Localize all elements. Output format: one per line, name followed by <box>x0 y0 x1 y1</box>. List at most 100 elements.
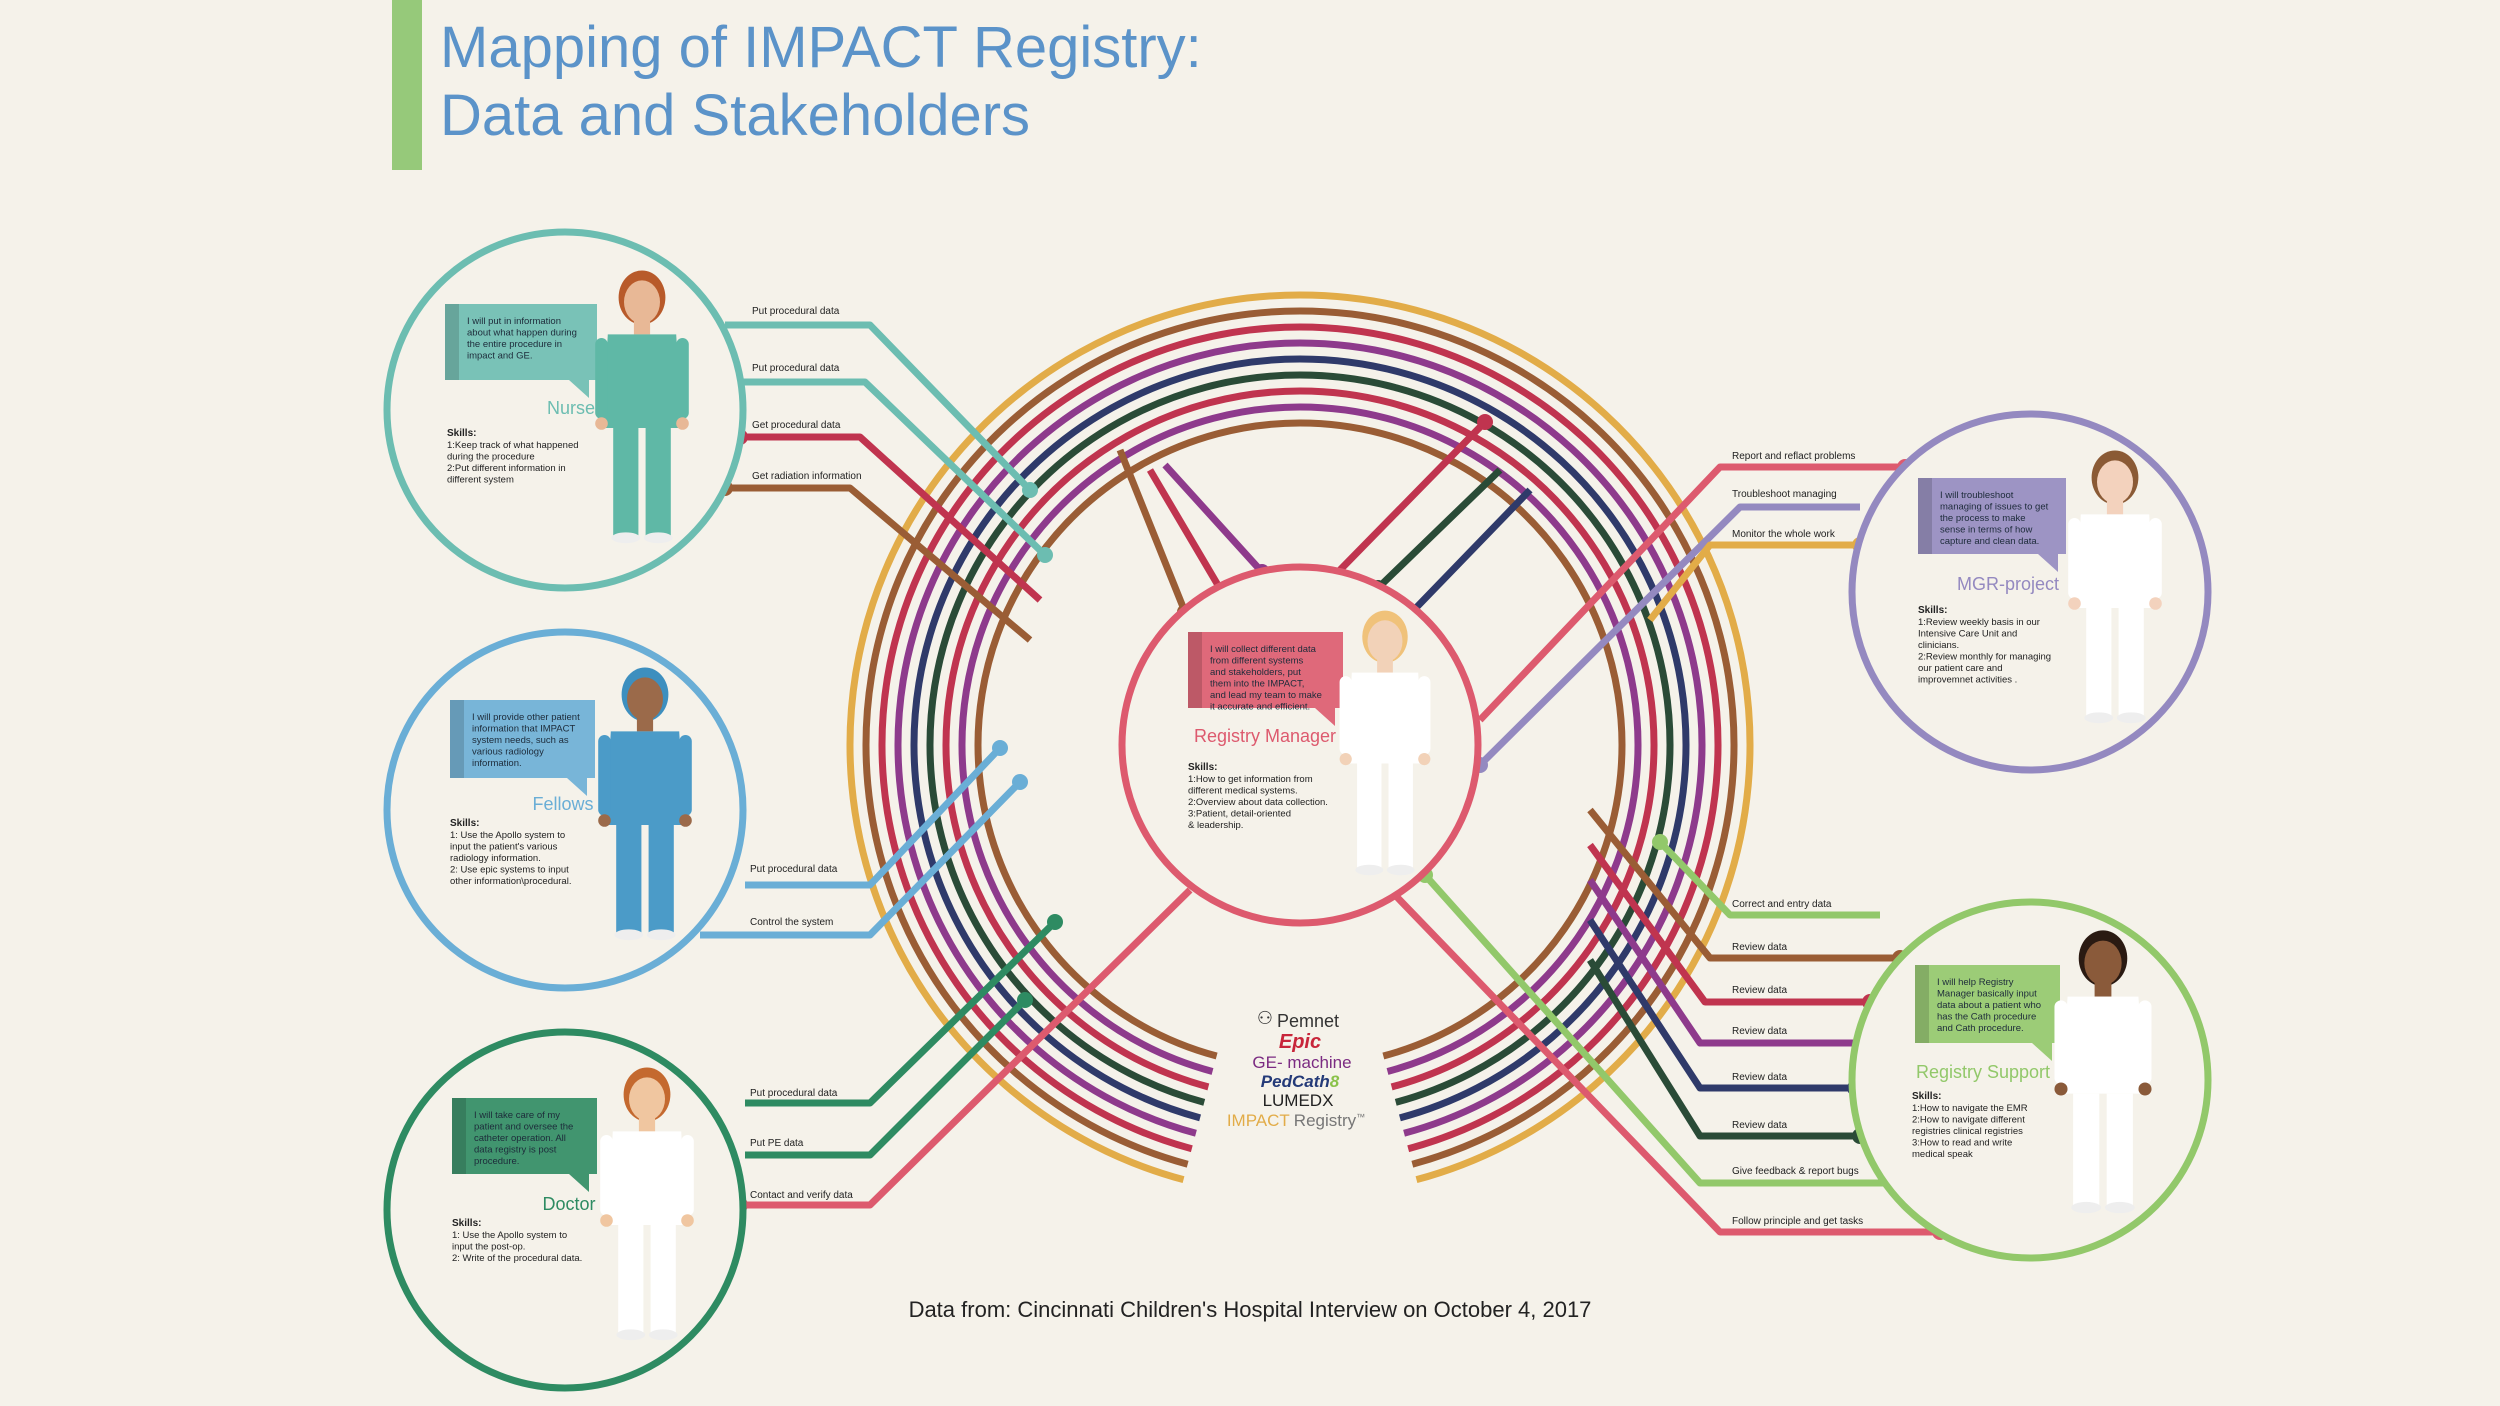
doctor-skill-line-1: 1: Use the Apollo system to <box>452 1230 567 1241</box>
trademark-mark: ™ <box>1356 1112 1365 1122</box>
support-bubble-line-2: Manager basically input <box>1937 989 2037 1000</box>
support-skill-line-3: registries clinical registries <box>1912 1126 2023 1137</box>
fellows-person-icon <box>598 667 692 941</box>
support-skill-line-2: 2:How to navigate different <box>1912 1115 2025 1126</box>
fellows-skill-line-4: 2: Use epic systems to input <box>450 865 569 876</box>
nurse-connector-label-1: Put procedural data <box>752 306 840 317</box>
mgr_project-skill-line-2: Intensive Care Unit and <box>1918 629 2017 640</box>
mgr_project-skill-line-6: improvemnet activities . <box>1918 675 2017 686</box>
fellows-bubble-line-4: various radiology <box>472 747 544 758</box>
system-lumedx: LUMEDX <box>1263 1091 1334 1110</box>
doctor-line-2-node-1 <box>1017 992 1033 1008</box>
system-ge-machine: GE- machine <box>1252 1053 1351 1072</box>
nurse-skills-heading: Skills: <box>447 428 476 439</box>
data-ring-4 <box>894 339 1706 1137</box>
nurse-connector-label-4: Get radiation information <box>752 471 862 482</box>
manager-spoke-5 <box>1375 467 1503 591</box>
nurse-connector-label-3: Get procedural data <box>752 420 841 431</box>
support-connector-label-7: Give feedback & report bugs <box>1732 1166 1859 1177</box>
fellows-name: Fellows <box>532 794 593 814</box>
data-rings <box>846 291 1754 1184</box>
support-connector-label-1: Correct and entry data <box>1732 899 1832 910</box>
system-epic: Epic <box>1279 1031 1321 1053</box>
support-line-3 <box>1587 842 1870 1006</box>
title-line-1: Mapping of IMPACT Registry: <box>440 15 1202 80</box>
doctor-line-3 <box>740 887 1193 1209</box>
mgr_project-bubble-line-5: capture and clean data. <box>1940 536 2039 547</box>
fellows-line-2 <box>700 779 1023 939</box>
manager-bubble-line-6: it accurate and efficient. <box>1210 702 1310 713</box>
manager-spoke-1 <box>1116 448 1189 614</box>
manager-spoke-4 <box>1337 419 1488 573</box>
manager-bubble-line-4: them into the IMPACT, <box>1210 679 1304 690</box>
mgr-line-2 <box>1477 503 1860 768</box>
doctor-skill-line-2: input the post-op. <box>452 1242 525 1253</box>
fellows-bubble-line-2: information that IMPACT <box>472 724 576 735</box>
nurse-name: Nurse <box>547 398 595 418</box>
manager-skill-line-4: 3:Patient, detail-oriented <box>1188 809 1291 820</box>
support-line-1 <box>1657 839 1880 919</box>
support-name: Registry Support <box>1916 1062 2050 1082</box>
support-line-7 <box>1422 872 1890 1187</box>
fellows-bubble-line-3: system needs, such as <box>472 735 569 746</box>
nurse-line-3 <box>740 433 1043 603</box>
data-ring-5 <box>910 355 1690 1122</box>
data-ring-3 <box>878 323 1722 1153</box>
fellows-skill-line-1: 1: Use the Apollo system to <box>450 830 565 841</box>
support-connector-label-8: Follow principle and get tasks <box>1732 1216 1863 1227</box>
nurse-connector-label-2: Put procedural data <box>752 363 840 374</box>
support-connector-label-4: Review data <box>1732 1026 1787 1037</box>
support-bubble-line-4: has the Cath procedure <box>1937 1012 2036 1023</box>
support-bubble-line-3: data about a patient who <box>1937 1000 2041 1011</box>
manager-skills-heading: Skills: <box>1188 762 1217 773</box>
manager-skill-line-2: different medical systems. <box>1188 786 1298 797</box>
doctor-bubble-line-3: catheter operation. All <box>474 1133 566 1144</box>
data-ring-7 <box>942 387 1658 1091</box>
system-pemnet: Pemnet <box>1277 1011 1339 1031</box>
nurse-skill-line-4: different system <box>447 475 514 486</box>
doctor-bubble-line-2: patient and oversee the <box>474 1122 573 1133</box>
doctor-line-1 <box>745 919 1058 1107</box>
nurse-bubble-line-1: I will put in information <box>467 316 561 327</box>
fellows-line-1 <box>745 745 1003 889</box>
manager-spoke-4-node-1 <box>1477 414 1493 430</box>
manager-bubble-line-5: and lead my team to make <box>1210 690 1322 701</box>
mgr_project-skill-line-5: our patient care and <box>1918 663 2003 674</box>
fellows-connector-label-2: Control the system <box>750 917 833 928</box>
mgr_project-connector-label-2: Troubleshoot managing <box>1732 489 1837 500</box>
support-connector-label-2: Review data <box>1732 942 1787 953</box>
support-connector-label-6: Review data <box>1732 1120 1787 1131</box>
doctor-bubble-line-5: procedure. <box>474 1156 519 1167</box>
fellows-line-2-node-1 <box>1012 774 1028 790</box>
nurse-line-2-node-1 <box>1037 547 1053 563</box>
mgr_project-bubble-line-1: I will troubleshoot <box>1940 490 2014 501</box>
mgr_project-connector-label-3: Monitor the whole work <box>1732 529 1836 540</box>
mgr-line-3 <box>1647 541 1860 623</box>
doctor-connector-label-2: Put PE data <box>750 1138 804 1149</box>
nurse-bubble-line-2: about what happen during <box>467 328 577 339</box>
manager-spoke-6 <box>1409 487 1533 615</box>
mgr_project-person-icon <box>2068 450 2162 724</box>
impact-word: IMPACT <box>1227 1111 1290 1130</box>
support-line-5 <box>1587 918 1855 1092</box>
doctor-connector-label-3: Contact and verify data <box>750 1190 853 1201</box>
manager-bubble-line-2: from different systems <box>1210 656 1304 667</box>
nurse-skill-line-3: 2:Put different information in <box>447 463 566 474</box>
fellows-skill-line-3: radiology information. <box>450 853 541 864</box>
doctor-line-2 <box>745 997 1028 1159</box>
mgr_project-skill-line-3: clinicians. <box>1918 640 1959 651</box>
doctor-skills-heading: Skills: <box>452 1218 481 1229</box>
nurse-bubble-line-3: the entire procedure in <box>467 339 562 350</box>
support-line-8 <box>1392 892 1940 1236</box>
support-line-2 <box>1587 807 1900 962</box>
nurse-person-icon <box>595 270 689 544</box>
fellows-bubble-line-1: I will provide other patient <box>472 712 580 723</box>
